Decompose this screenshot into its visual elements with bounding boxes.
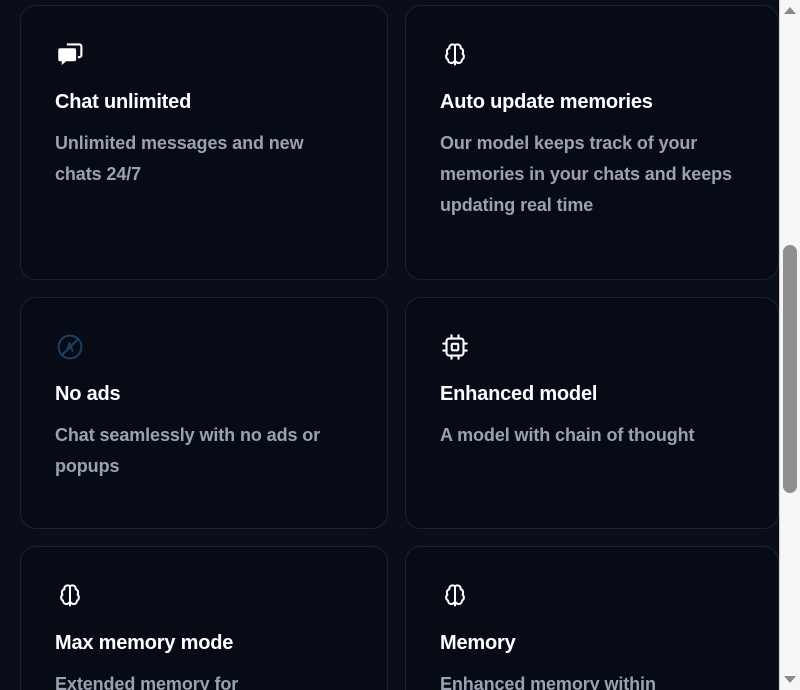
feature-card-description: Extended memory for [55,674,239,690]
feature-card-memory[interactable]: Memory Enhanced memory within [405,546,779,690]
cpu-chip-icon [440,332,470,362]
brain-icon [440,581,470,611]
no-ads-icon [55,332,85,362]
scroll-up-arrow[interactable] [780,0,800,21]
feature-card-description: Enhanced memory within [440,674,656,690]
scroll-down-arrow[interactable] [780,669,800,690]
chevron-up-icon [784,7,796,14]
feature-card-max-memory-mode[interactable]: Max memory mode Extended memory for [20,546,388,690]
brain-icon [55,581,85,611]
feature-card-title: Auto update memories [440,91,653,113]
feature-card-title: Max memory mode [55,632,234,654]
chat-bubbles-icon [55,40,85,70]
vertical-scrollbar[interactable] [779,0,800,690]
chevron-down-icon [784,676,796,683]
scroll-thumb[interactable] [783,245,797,493]
brain-icon [440,40,470,70]
feature-card-title: Memory [440,632,516,654]
feature-card-title: Enhanced model [440,383,598,405]
feature-card-title: Chat unlimited [55,91,192,113]
feature-card-description: A model with chain of thought [440,425,695,445]
scroll-viewport[interactable]: Chat unlimited Unlimited messages and ne… [0,0,779,690]
feature-card-description: Our model keeps track of your memories i… [440,133,732,215]
feature-card-description: Chat seamlessly with no ads or popups [55,425,321,476]
feature-card-auto-update-memories[interactable]: Auto update memories Our model keeps tra… [405,5,779,280]
feature-card-no-ads[interactable]: No ads Chat seamlessly with no ads or po… [20,297,388,529]
feature-card-title: No ads [55,383,121,405]
feature-card-chat-unlimited[interactable]: Chat unlimited Unlimited messages and ne… [20,5,388,280]
feature-card-enhanced-model[interactable]: Enhanced model A model with chain of tho… [405,297,779,529]
feature-card-grid: Chat unlimited Unlimited messages and ne… [20,5,779,690]
feature-card-description: Unlimited messages and new chats 24/7 [55,133,304,184]
